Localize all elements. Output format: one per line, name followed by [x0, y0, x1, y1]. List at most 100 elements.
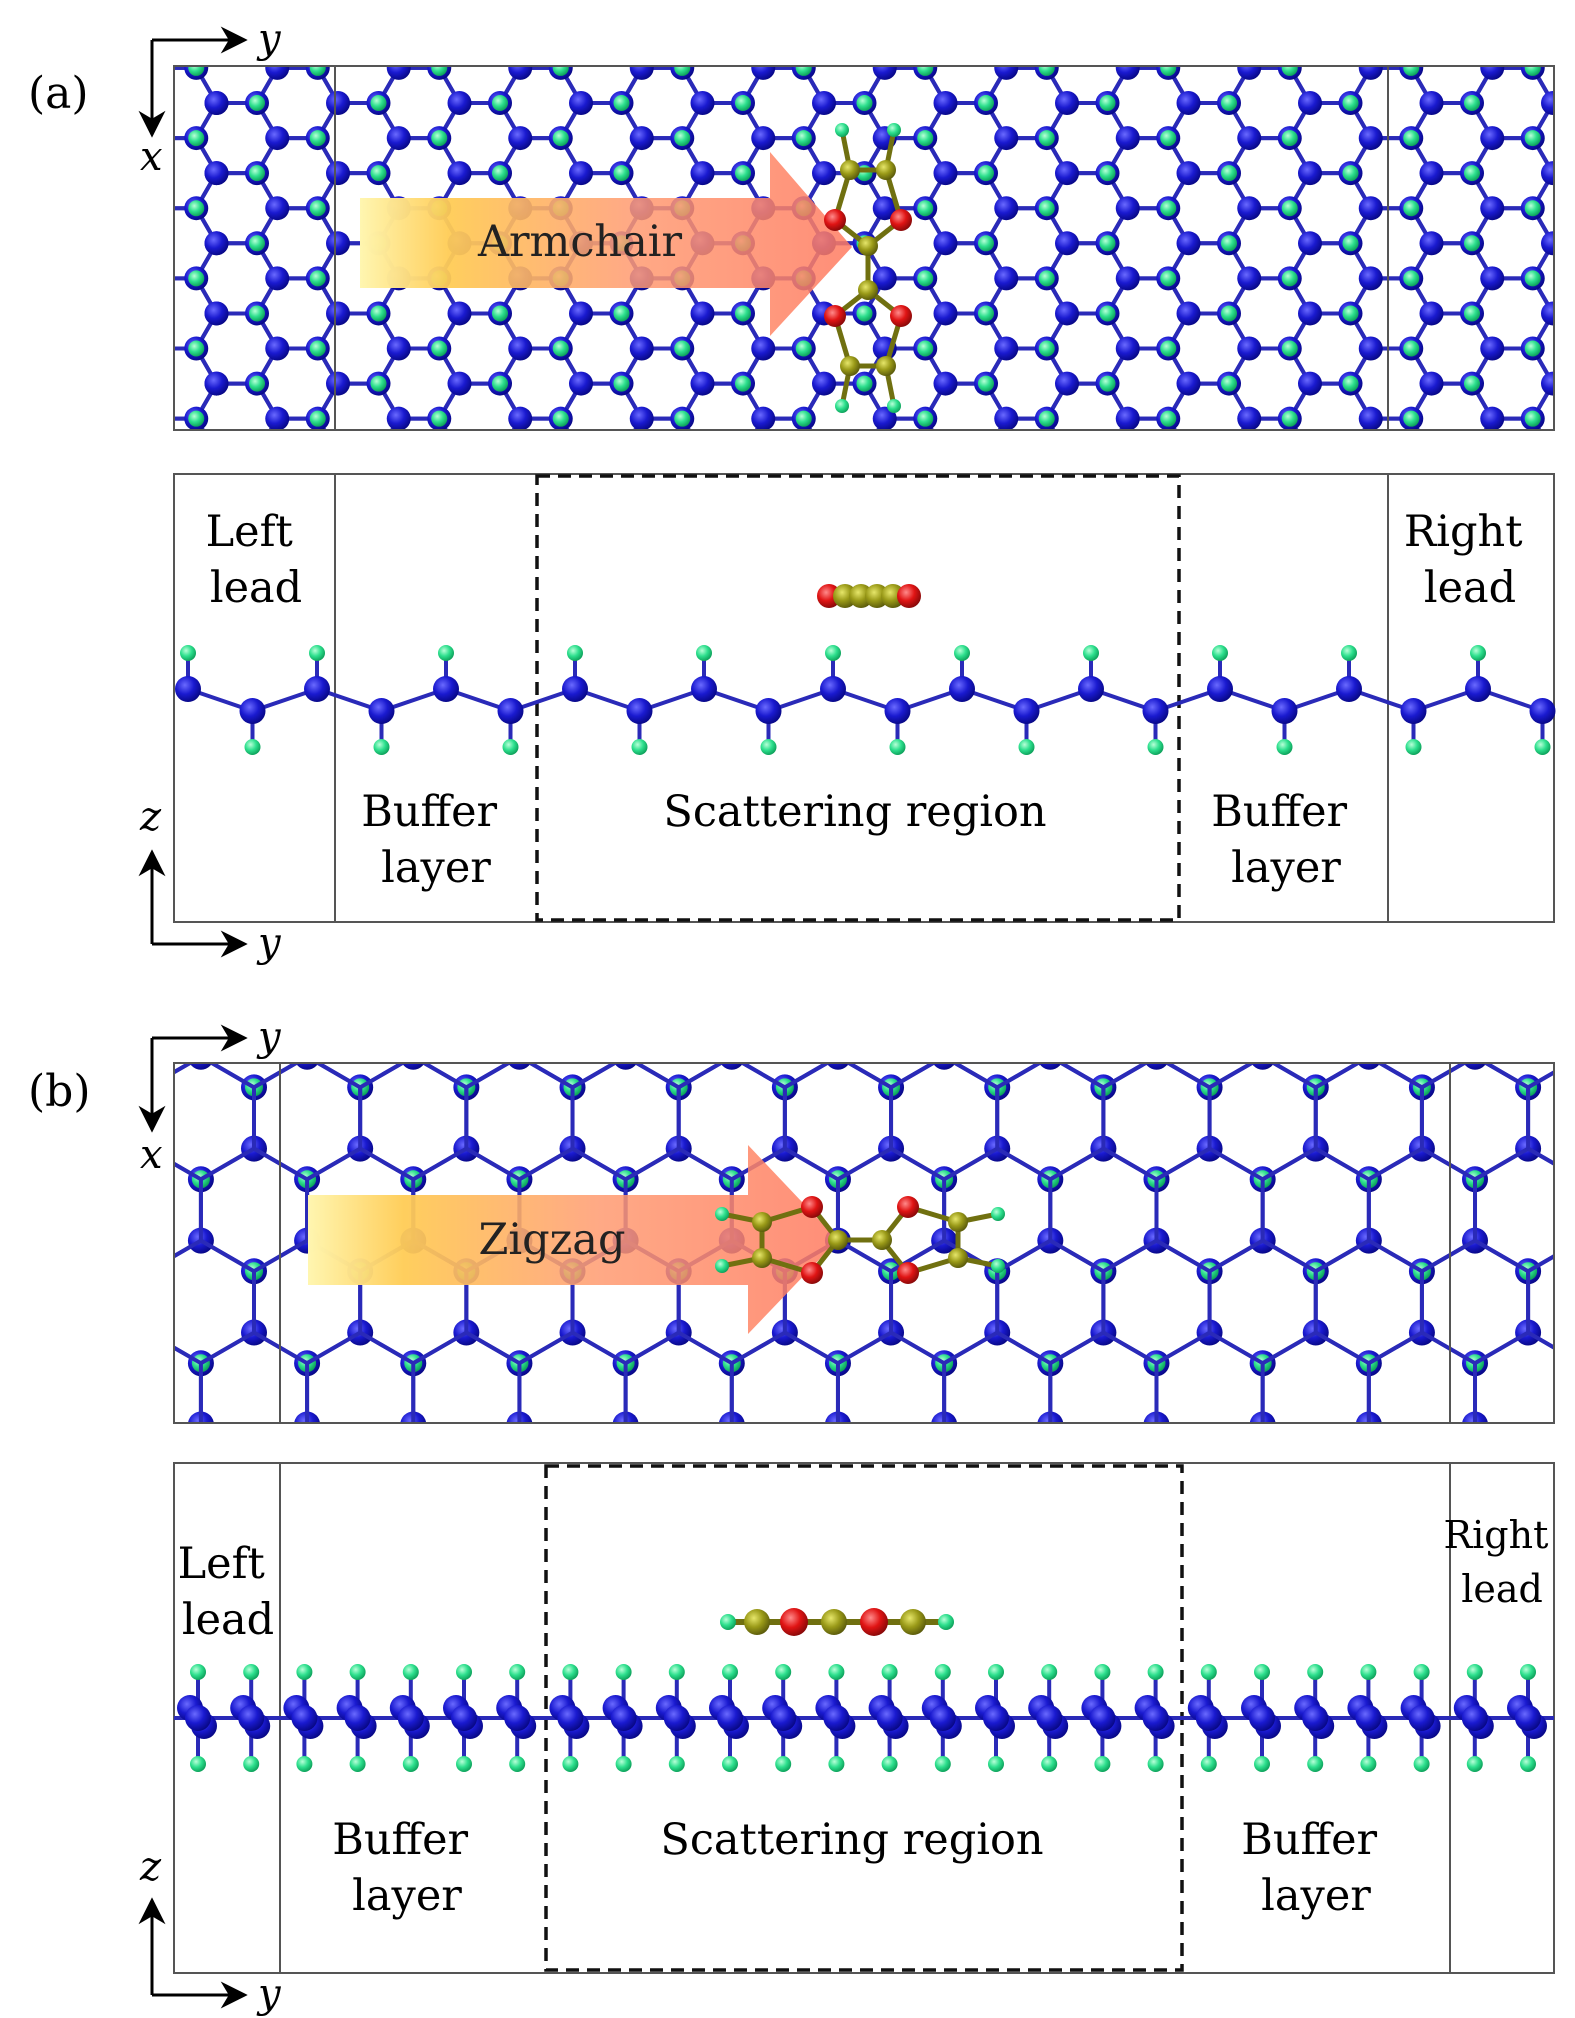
- hydrogen-atom-icon: [562, 1664, 579, 1680]
- bond-line: [75, 524, 95, 559]
- bond-line: [682, 454, 702, 489]
- atom-sphere-icon: [569, 512, 593, 536]
- oxygen-atom-icon: [780, 1608, 808, 1636]
- hydrogen-atom-icon: [668, 1664, 685, 1680]
- atom-sphere-icon: [124, 231, 148, 255]
- atom-sphere-icon: [1358, 336, 1383, 361]
- hydrogen-atom-icon: [938, 1614, 954, 1630]
- hydrogen-atom-icon: [567, 645, 583, 661]
- atom-sphere-icon: [448, 512, 472, 536]
- bond-line: [743, 0, 763, 33]
- atom-sphere-icon: [67, 621, 83, 637]
- atom-sphere-icon: [917, 410, 934, 427]
- hydrogen-atom-icon: [373, 739, 390, 755]
- bond-line: [804, 454, 824, 489]
- bond-line: [622, 489, 642, 524]
- atom-sphere-icon: [2, 301, 26, 325]
- atom-sphere-icon: [245, 442, 269, 466]
- atom-sphere-icon: [83, 582, 107, 606]
- atom-sphere-icon: [1303, 1503, 1329, 1529]
- bond-line: [1533, 594, 1553, 629]
- bond-line: [196, 0, 216, 33]
- bond-line: [136, 278, 156, 313]
- bond-line: [136, 384, 156, 419]
- atom-sphere-icon: [917, 340, 934, 357]
- atom-sphere-icon: [448, 442, 472, 466]
- bond-line: [95, 1333, 148, 1364]
- bond-line: [75, 524, 95, 559]
- atom-sphere-icon: [387, 0, 411, 10]
- atom-sphere-icon: [309, 200, 326, 217]
- atom-sphere-icon: [135, 1442, 161, 1468]
- bond-line: [1108, 559, 1128, 594]
- bond-line: [624, 1146, 680, 1182]
- atom-sphere-icon: [1176, 371, 1201, 396]
- atom-sphere-icon: [974, 512, 998, 536]
- atom-sphere-icon: [614, 1063, 637, 1070]
- bond-line: [75, 173, 95, 208]
- atom-sphere-icon: [347, 1442, 373, 1468]
- bond-line: [743, 524, 763, 559]
- atom-sphere-icon: [1480, 0, 1504, 10]
- bond-line: [14, 524, 34, 559]
- bond-line: [148, 965, 201, 996]
- carbon-atom-icon: [828, 1230, 848, 1250]
- bond-line: [638, 66, 644, 69]
- atom-sphere-icon: [1038, 410, 1055, 427]
- bond-line: [1210, 1516, 1263, 1547]
- atom-sphere-icon: [857, 656, 873, 672]
- hydrogen-atom-icon: [296, 1664, 313, 1680]
- bond-line: [1229, 594, 1249, 629]
- bond-line: [626, 1608, 679, 1639]
- atom-sphere-icon: [933, 231, 958, 256]
- atom-sphere-icon: [1403, 621, 1419, 637]
- bond-line: [1229, 524, 1249, 559]
- atom-sphere-icon: [1237, 477, 1261, 501]
- atom-sphere-icon: [1359, 0, 1383, 10]
- hydrogen-atom-icon: [456, 1756, 472, 1772]
- atom-sphere-icon: [1156, 0, 1180, 10]
- bond-line: [199, 1422, 201, 1423]
- bond-line: [439, 559, 459, 594]
- atom-sphere-icon: [1281, 340, 1298, 357]
- bond-line: [925, 594, 945, 629]
- atom-sphere-icon: [994, 0, 1018, 10]
- atom-sphere-icon: [128, 235, 144, 251]
- atom-sphere-icon: [988, 1446, 1006, 1464]
- atom-sphere-icon: [717, 1705, 743, 1731]
- atom-sphere-icon: [492, 165, 508, 182]
- atom-sphere-icon: [1249, 1705, 1275, 1731]
- atom-sphere-icon: [1464, 446, 1480, 462]
- atom-sphere-icon: [1515, 1705, 1541, 1731]
- atom-sphere-icon: [265, 336, 290, 361]
- atom-sphere-icon: [2, 582, 26, 606]
- atom-sphere-icon: [934, 442, 958, 466]
- bond-line: [500, 524, 520, 559]
- bond-line: [500, 559, 520, 594]
- bond-line: [632, 1063, 680, 1090]
- atom-sphere-icon: [2, 91, 26, 115]
- atom-sphere-icon: [1358, 266, 1383, 291]
- atom-sphere-icon: [1420, 652, 1444, 676]
- atom-sphere-icon: [2, 161, 26, 185]
- atom-sphere-icon: [1281, 270, 1298, 287]
- atom-sphere-icon: [1176, 231, 1201, 256]
- bond-line: [732, 1422, 734, 1423]
- bond-line: [1314, 1238, 1370, 1273]
- atom-sphere-icon: [82, 1350, 108, 1376]
- bond-line: [682, 559, 702, 594]
- atom-sphere-icon: [508, 66, 533, 80]
- atom-sphere-icon: [135, 952, 161, 978]
- atom-sphere-icon: [735, 516, 751, 532]
- atom-sphere-icon: [1250, 1595, 1276, 1621]
- bond-line: [1367, 1146, 1423, 1182]
- bond-line: [1527, 1070, 1554, 1090]
- bond-line: [136, 524, 156, 559]
- atom-sphere-icon: [1055, 442, 1079, 466]
- atom-sphere-icon: [994, 126, 1019, 151]
- atom-sphere-icon: [751, 406, 776, 430]
- atom-sphere-icon: [492, 95, 508, 111]
- atom-sphere-icon: [144, 617, 168, 641]
- atom-sphere-icon: [431, 410, 448, 427]
- bond-line: [732, 1516, 785, 1547]
